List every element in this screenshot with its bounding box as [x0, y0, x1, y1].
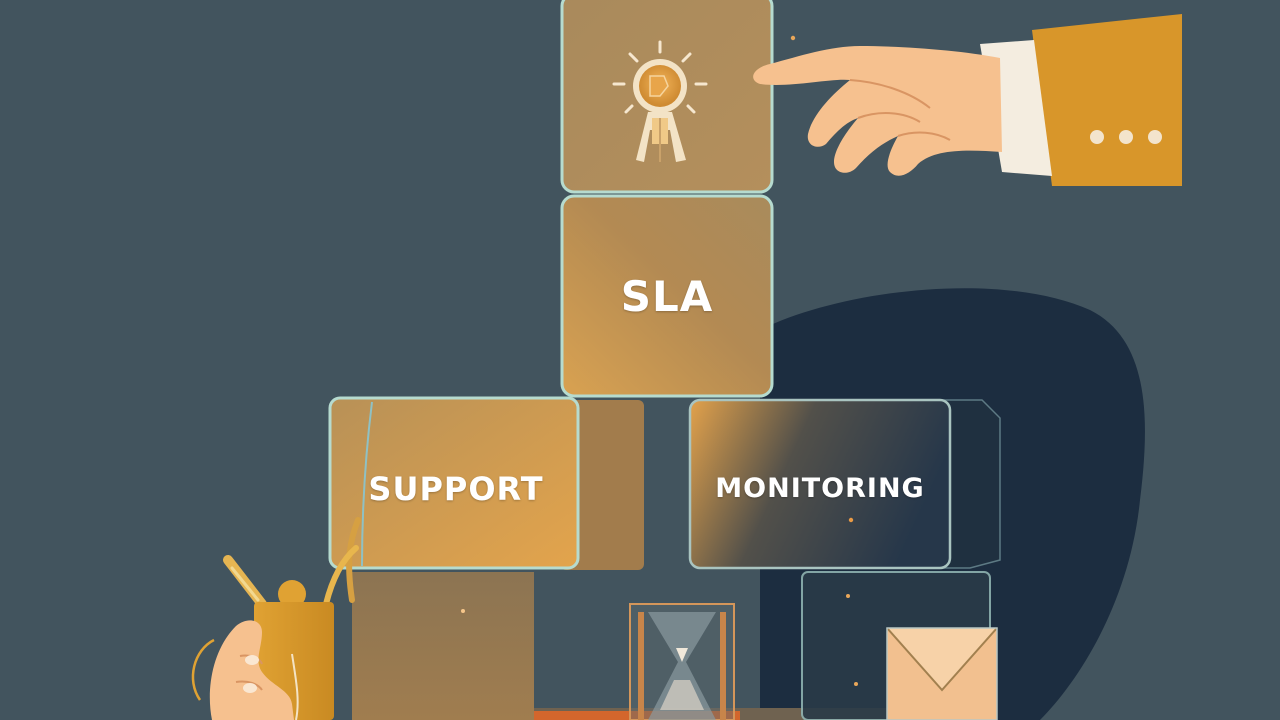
base-accent [500, 711, 740, 720]
support-block [328, 396, 580, 570]
pencil-cup-hand [191, 517, 361, 720]
pointing-hand [753, 14, 1182, 186]
sparkle-dot [846, 594, 850, 598]
monitoring-block [688, 398, 952, 570]
sla-block-label: SLA [620, 272, 714, 321]
hourglass-icon [629, 603, 735, 720]
support-block-side [560, 400, 644, 570]
sparkle-dot [848, 517, 854, 523]
sparkle-dot [854, 682, 858, 686]
sparkle-dot [461, 609, 465, 613]
envelope-icon [886, 627, 998, 720]
lightbulb-icon [612, 40, 708, 162]
support-block-edge [361, 401, 373, 567]
support-block-label: SUPPORT [368, 470, 544, 508]
sparkle-dot [790, 35, 796, 41]
monitoring-block-label: MONITORING [715, 473, 925, 504]
lower-left-block [352, 572, 534, 720]
sla-block [560, 194, 774, 398]
